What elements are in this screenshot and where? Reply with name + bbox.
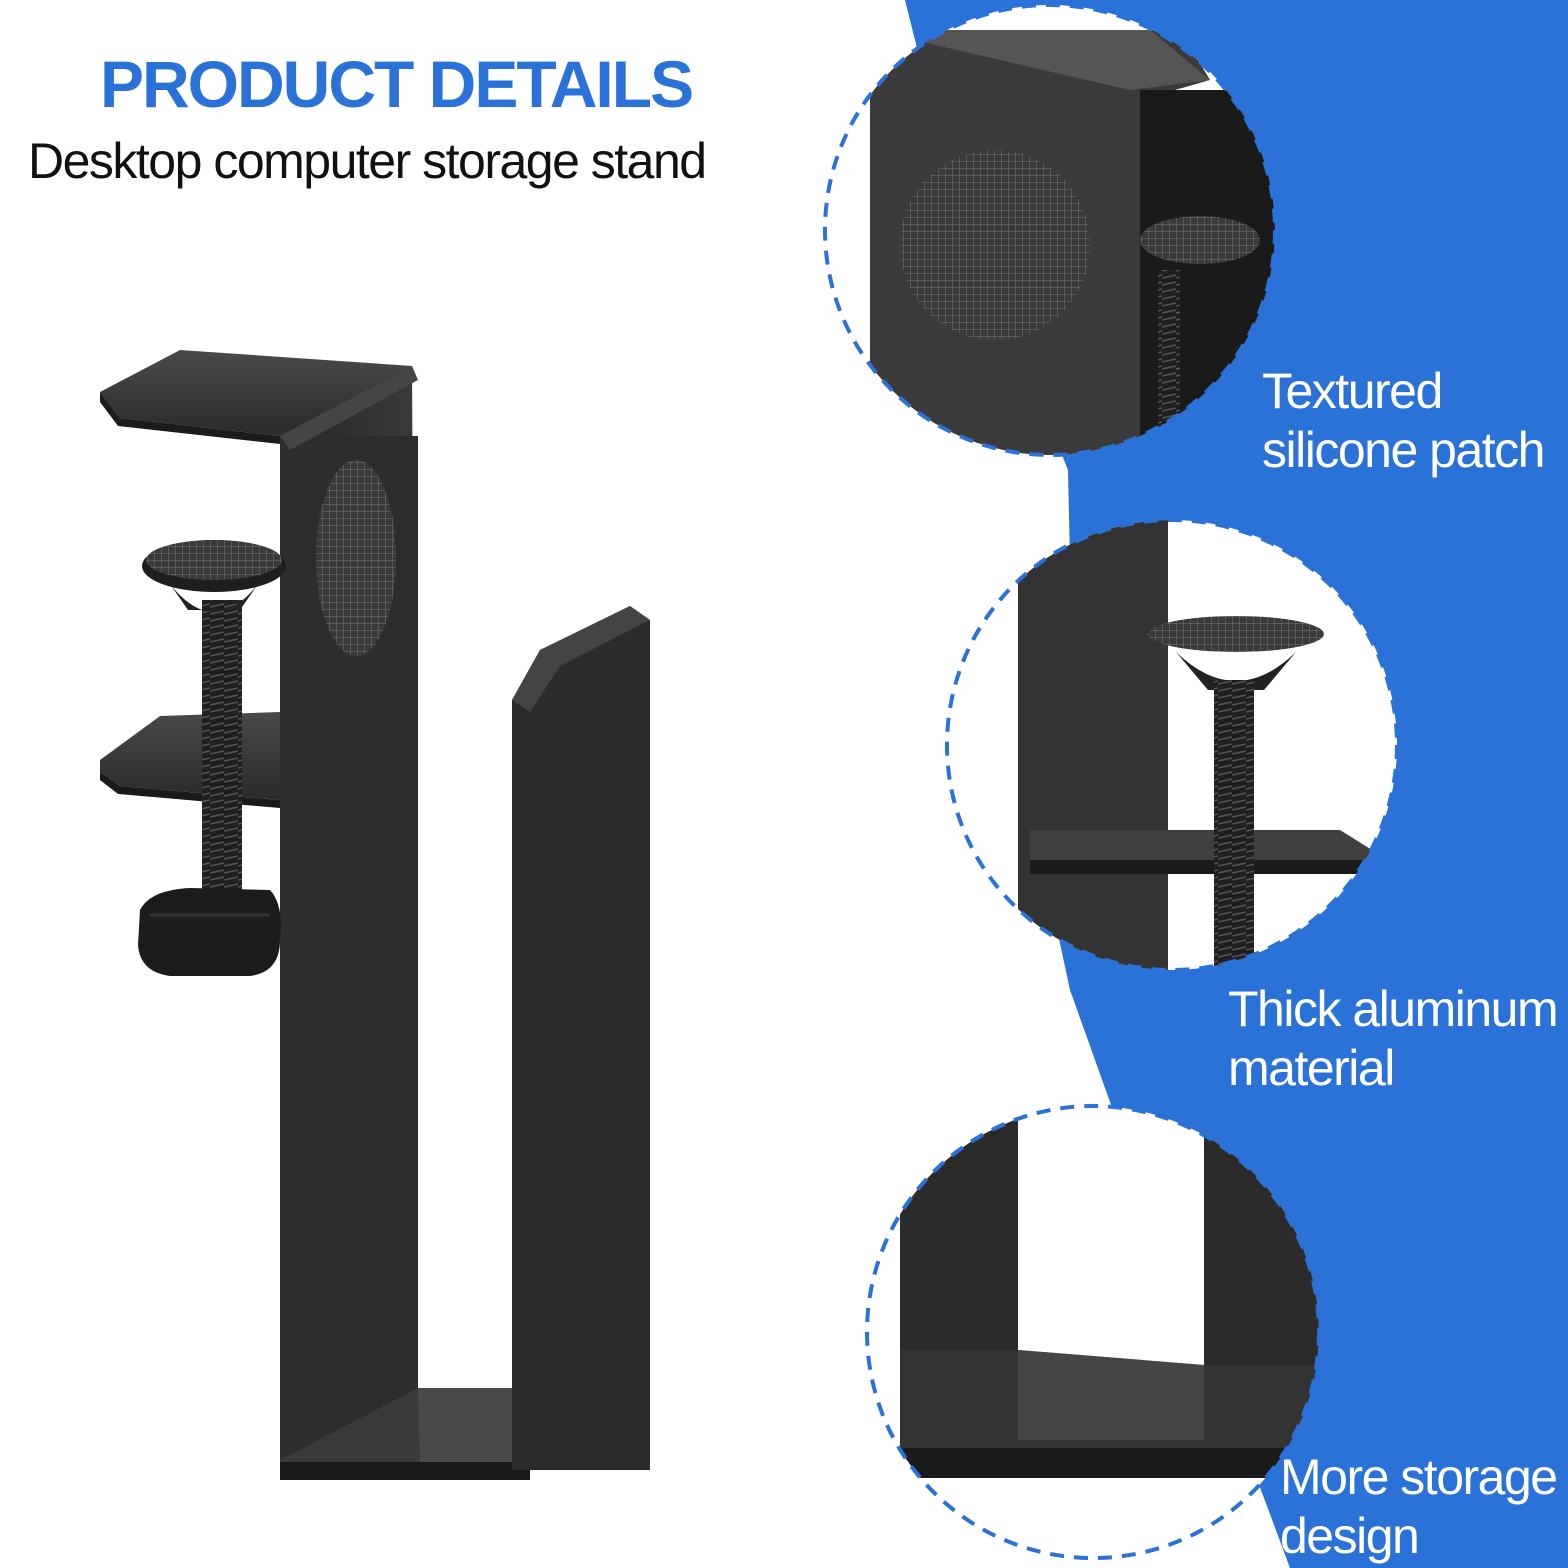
detail-clamp-screw xyxy=(945,518,1399,972)
page-subtitle: Desktop computer storage stand xyxy=(28,133,707,189)
feature-line: design xyxy=(1280,1508,1420,1564)
clamp-screw xyxy=(202,600,242,920)
feature-line: silicone patch xyxy=(1262,422,1545,478)
feature-label-aluminum: Thick aluminum material xyxy=(1228,980,1568,1098)
main-stand xyxy=(100,350,650,1480)
feature-label-textured-patch: Textured silicone patch xyxy=(1262,362,1568,480)
page-title: PRODUCT DETAILS xyxy=(100,47,694,121)
feature-line: material xyxy=(1228,1040,1395,1096)
feature-line: More storage xyxy=(1280,1449,1558,1505)
feature-label-storage: More storage design xyxy=(1280,1448,1568,1566)
mesh-pad xyxy=(316,460,396,656)
feature-line: Textured xyxy=(1262,363,1443,419)
clamp-knob xyxy=(138,888,281,976)
feature-line: Thick aluminum xyxy=(1228,981,1559,1037)
